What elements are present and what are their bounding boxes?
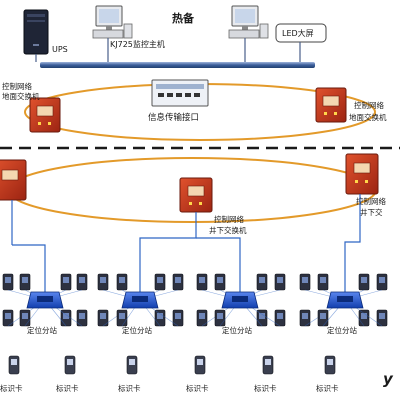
led-screen-box <box>275 23 327 43</box>
reader-device-icon <box>44 299 88 327</box>
surface-switch-right-label-2: 地面交换机 <box>349 112 387 122</box>
id-card: 标识卡 <box>254 355 277 393</box>
substation-label: 定位分站 <box>27 325 57 335</box>
backbone-drops <box>35 38 301 62</box>
positioning-substation: 定位分站 <box>196 273 286 335</box>
id-card: 标识卡 <box>186 355 209 393</box>
info-interface-device <box>151 79 209 107</box>
underground-switch-center-label-1: 控制网络 <box>214 214 244 224</box>
underground-switch-right-label-2: 井下交 <box>360 207 383 217</box>
reader-device-icon <box>139 273 184 301</box>
id-card: 标识卡 <box>118 355 141 393</box>
substation-label: 定位分站 <box>222 325 252 335</box>
monitor-host-computer-icon <box>92 5 133 39</box>
underground-switch-left <box>0 159 27 201</box>
underground-switch-center <box>179 177 213 213</box>
id-card-label: 标识卡 <box>56 383 79 393</box>
backbone-bus <box>40 62 315 68</box>
surface-switch-left-label-2: 地面交换机 <box>2 91 40 101</box>
underground-switch-right-label-1: 控制网络 <box>356 196 386 206</box>
id-card-label: 标识卡 <box>254 383 277 393</box>
ups-unit <box>23 9 49 55</box>
standby-computer-icon <box>228 5 269 39</box>
reader-device-icon <box>239 299 268 327</box>
hot-standby-title: 热备 <box>172 11 195 25</box>
surface-switch-left <box>29 97 61 133</box>
substation-panel <box>132 296 148 302</box>
id-card: 标识卡 <box>56 355 79 393</box>
surface-switch-right-label-1: 控制网络 <box>354 100 384 110</box>
info-interface-label: 信息传输接口 <box>148 112 199 123</box>
ups-label: UPS <box>52 45 68 54</box>
substation-panel <box>337 296 353 302</box>
surface-switch-right <box>315 87 347 123</box>
positioning-substations: 定位分站 定位分站 定位分站 定位分站 <box>2 273 388 335</box>
substation-label: 定位分站 <box>122 325 152 335</box>
positioning-substation: 定位分站 <box>299 273 388 335</box>
positioning-substation: 定位分站 <box>2 273 88 335</box>
underground-switch-center-label-2: 井下交换机 <box>209 225 247 235</box>
substation-label: 定位分站 <box>327 325 357 335</box>
surface-switch-left-label-1: 控制网络 <box>2 81 32 91</box>
reader-device-icon <box>239 299 286 327</box>
identification-cards: 标识卡 标识卡 标识卡 标识卡 标识卡 标识卡 <box>0 355 339 393</box>
positioning-substation: 定位分站 <box>97 273 184 335</box>
reader-device-icon <box>344 299 370 327</box>
underground-switch-right <box>345 153 379 195</box>
substation-panel <box>37 296 53 302</box>
id-card: 标识卡 <box>316 355 339 393</box>
distribution-links <box>11 194 361 294</box>
reader-device-icon <box>299 273 346 301</box>
id-card-label: 标识卡 <box>186 383 209 393</box>
led-screen-label: LED大屏 <box>282 28 314 38</box>
id-card-label: 标识卡 <box>316 383 339 393</box>
monitor-host-label: KJ725监控主机 <box>110 39 165 49</box>
id-card: 标识卡 <box>0 355 23 393</box>
watermark-glyph: y <box>383 370 394 388</box>
id-card-label: 标识卡 <box>118 383 141 393</box>
id-card-label: 标识卡 <box>0 383 23 393</box>
substation-panel <box>232 296 248 302</box>
